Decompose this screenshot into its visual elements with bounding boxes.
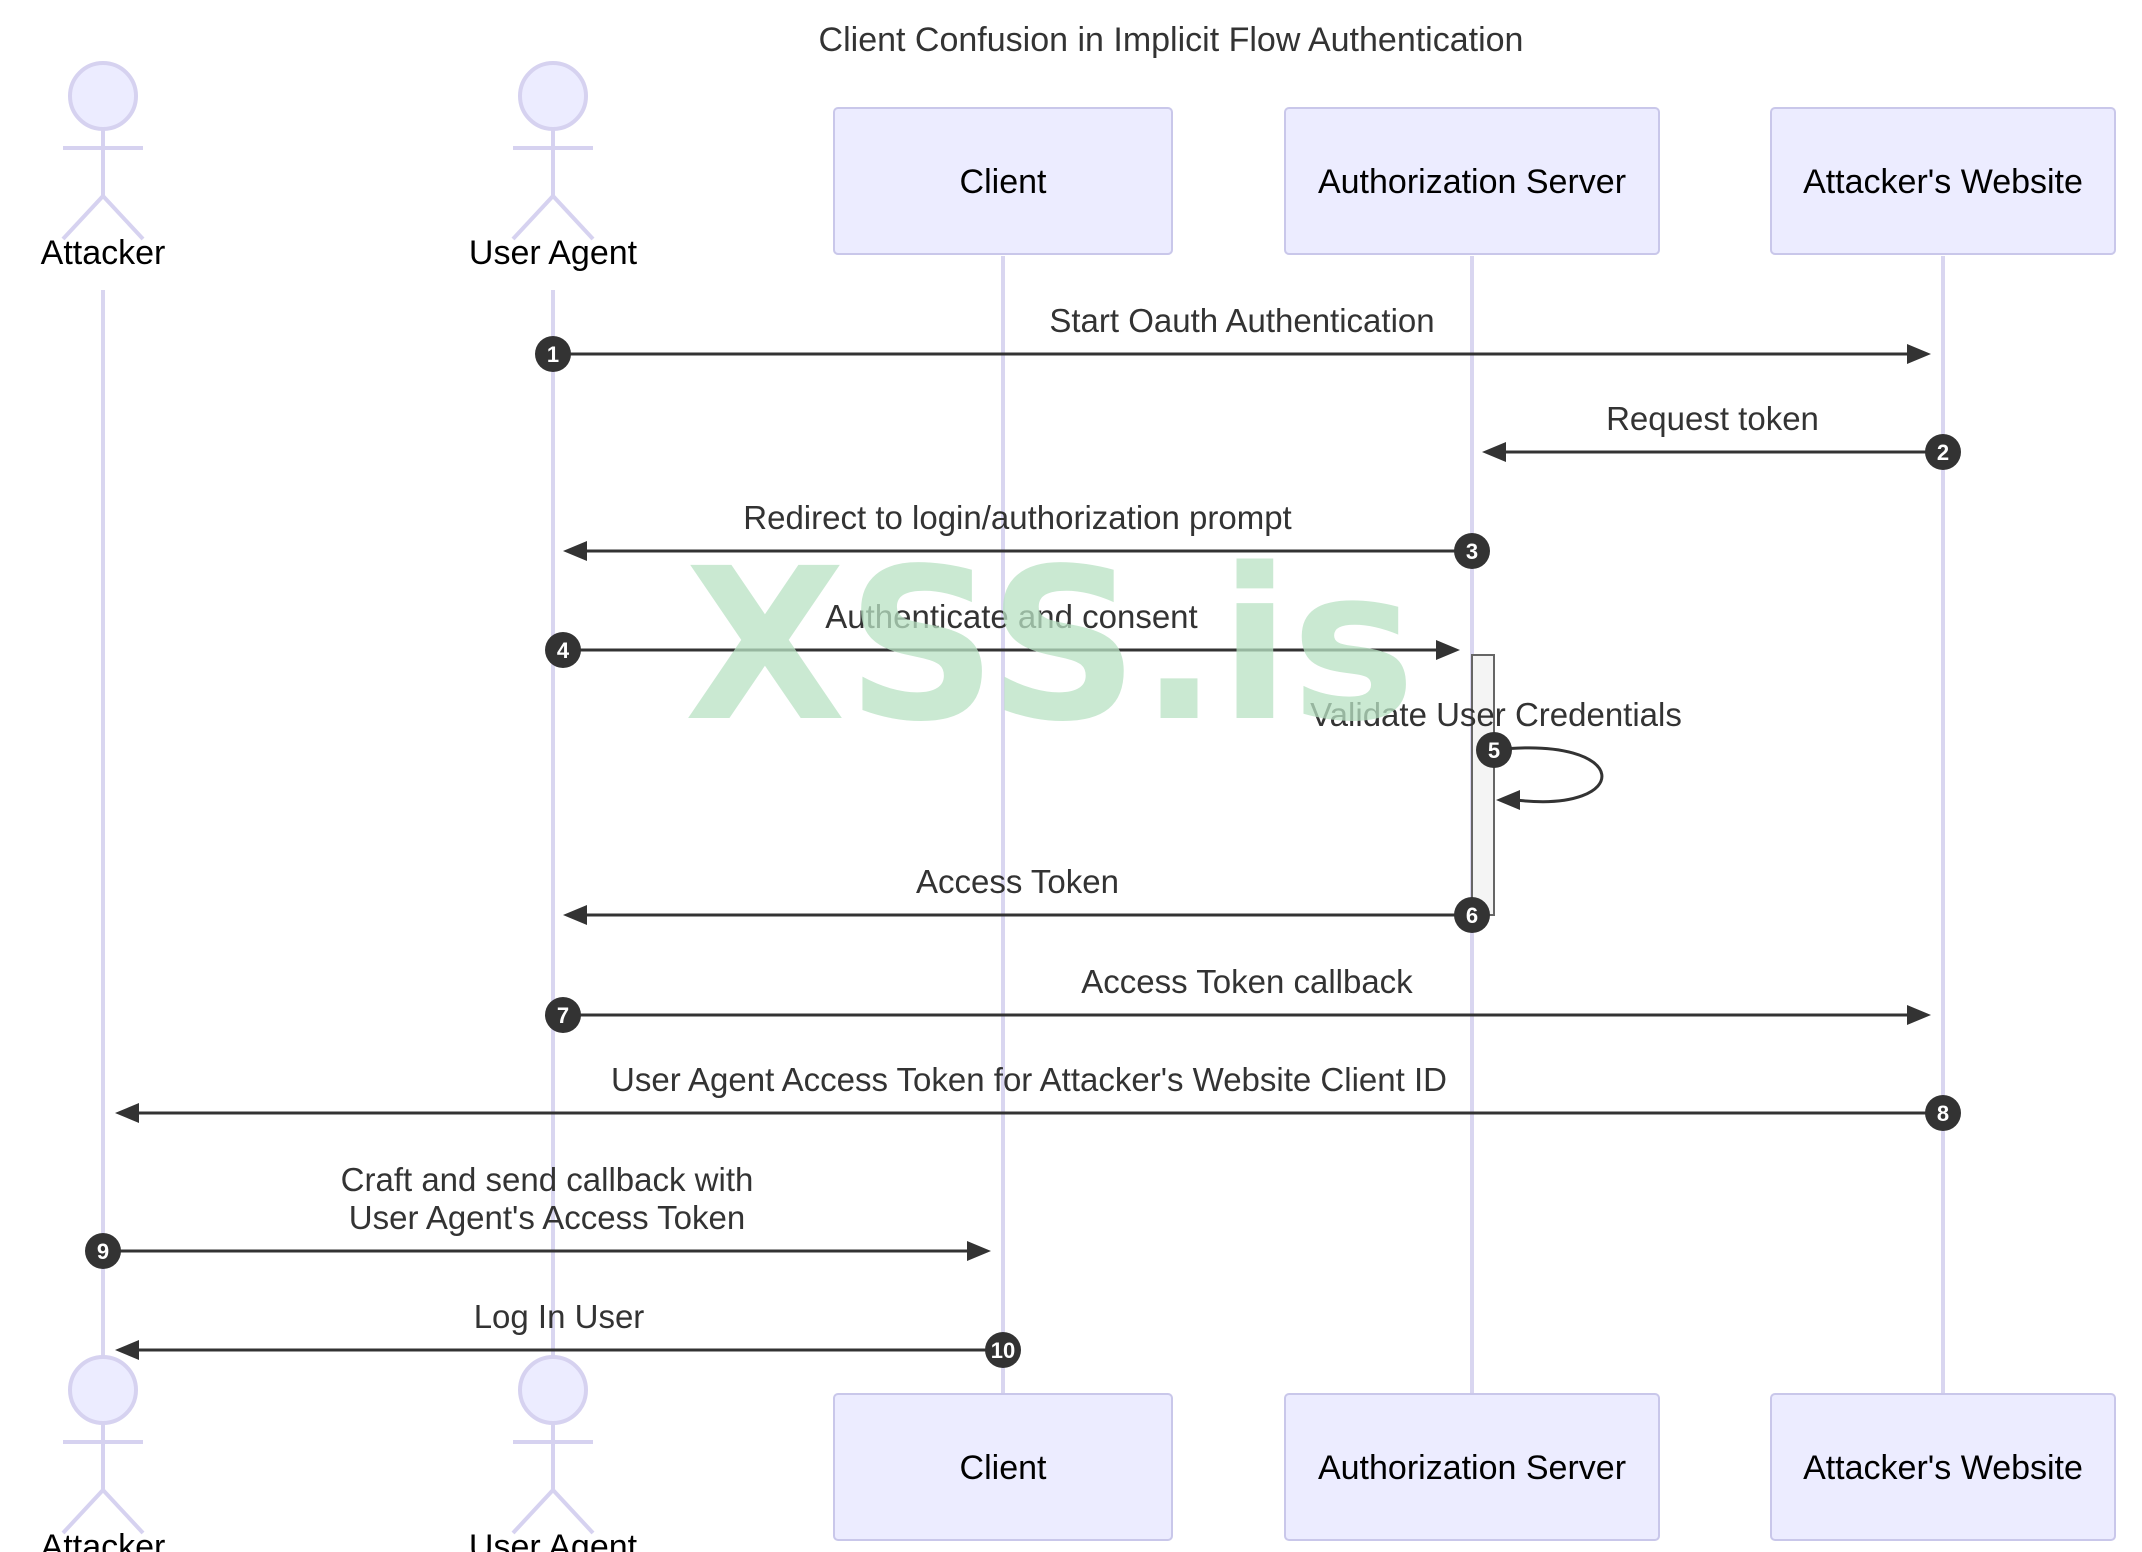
sequence-number: 1	[547, 342, 559, 367]
arrowhead	[115, 1103, 139, 1123]
participant-auth-server-bottom: Authorization Server	[1284, 1393, 1660, 1541]
actor-head	[68, 61, 138, 131]
actor-head	[518, 1355, 588, 1425]
actor-leg-left	[511, 194, 555, 241]
message-6: 6 Access Token	[563, 863, 1490, 933]
message-label: Request token	[1606, 400, 1819, 437]
participant-box	[1770, 1393, 2116, 1541]
participant-label-auth-server: Authorization Server	[1318, 163, 1626, 201]
sequence-number: 2	[1937, 440, 1949, 465]
participant-box	[1284, 1393, 1660, 1541]
message-2: 2 Request token	[1482, 400, 1961, 470]
arrowhead	[563, 905, 587, 925]
sequence-number-badge	[1454, 897, 1490, 933]
participant-label-attacker-site: Attacker's Website	[1803, 1449, 2083, 1487]
arrowhead	[1482, 442, 1506, 462]
message-label: Access Token	[916, 863, 1119, 900]
participant-user-agent-top: User Agent	[469, 61, 638, 272]
sequence-number-badge	[545, 632, 581, 668]
self-message-loop	[1493, 746, 1604, 804]
message-8: 8 User Agent Access Token for Attacker's …	[115, 1061, 1961, 1131]
actor-label-attacker: Attacker	[41, 234, 166, 272]
actor-leg-left	[61, 1488, 105, 1535]
participant-attacker-bottom: Attacker	[41, 1355, 166, 1552]
sequence-number-badge	[85, 1233, 121, 1269]
actor-leg-right	[101, 1488, 145, 1535]
sequence-number: 8	[1937, 1101, 1949, 1126]
actor-head	[68, 1355, 138, 1425]
actor-label-user-agent: User Agent	[469, 1528, 638, 1552]
watermark: XSS.is	[684, 523, 1416, 768]
participant-user-agent-bottom: User Agent	[469, 1355, 638, 1552]
arrowhead	[1496, 790, 1520, 810]
sequence-number-badge	[1454, 533, 1490, 569]
message-4: 4 Authenticate and consent	[545, 598, 1460, 668]
participant-label-client: Client	[960, 1449, 1047, 1487]
message-label: Start Oauth Authentication	[1049, 302, 1434, 339]
actor-label-attacker: Attacker	[41, 1528, 166, 1552]
activation-bar	[1471, 654, 1495, 916]
sequence-number: 10	[991, 1338, 1015, 1363]
sequence-number-badge	[545, 997, 581, 1033]
actor-head	[518, 61, 588, 131]
arrowhead	[967, 1241, 991, 1261]
message-7: 7 Access Token callback	[545, 963, 1931, 1033]
participant-label-auth-server: Authorization Server	[1318, 1449, 1626, 1487]
actor-leg-right	[551, 194, 595, 241]
message-label: Craft and send callback with	[341, 1161, 754, 1198]
arrowhead	[563, 541, 587, 561]
arrowhead	[115, 1340, 139, 1360]
sequence-number: 6	[1466, 903, 1478, 928]
actor-label-user-agent: User Agent	[469, 234, 638, 272]
sequence-number-badge	[1925, 1095, 1961, 1131]
participant-auth-server-top: Authorization Server	[1284, 107, 1660, 255]
message-label: Authenticate and consent	[825, 598, 1197, 635]
message-3: 3 Redirect to login/authorization prompt	[563, 499, 1490, 569]
sequence-number: 7	[557, 1003, 569, 1028]
participant-attacker-site-top: Attacker's Website	[1770, 107, 2116, 255]
message-1: 1 Start Oauth Authentication	[535, 302, 1931, 372]
message-10: 10 Log In User	[115, 1298, 1021, 1368]
participant-box	[833, 1393, 1173, 1541]
sequence-number-badge	[535, 336, 571, 372]
message-label: User Agent Access Token for Attacker's W…	[611, 1061, 1447, 1098]
actor-leg-right	[101, 194, 145, 241]
participant-label-attacker-site: Attacker's Website	[1803, 163, 2083, 201]
sequence-number-badge	[985, 1332, 1021, 1368]
participant-box	[1284, 107, 1660, 255]
sequence-number: 9	[97, 1239, 109, 1264]
message-5: 5 Validate User Credentials	[1310, 696, 1682, 810]
message-label: Access Token callback	[1081, 963, 1413, 1000]
participant-box	[1770, 107, 2116, 255]
message-label: User Agent's Access Token	[349, 1199, 745, 1236]
arrowhead	[1907, 344, 1931, 364]
actor-leg-right	[551, 1488, 595, 1535]
message-label: Redirect to login/authorization prompt	[743, 499, 1291, 536]
message-label: Validate User Credentials	[1310, 696, 1682, 733]
participant-box	[833, 107, 1173, 255]
actor-leg-left	[61, 194, 105, 241]
participant-client-top: Client	[833, 107, 1173, 255]
participant-attacker-site-bottom: Attacker's Website	[1770, 1393, 2116, 1541]
participant-client-bottom: Client	[833, 1393, 1173, 1541]
sequence-number-badge	[1925, 434, 1961, 470]
message-label: Log In User	[474, 1298, 645, 1335]
sequence-number: 3	[1466, 539, 1478, 564]
sequence-number-badge	[1476, 732, 1512, 768]
sequence-number: 5	[1488, 738, 1500, 763]
participant-attacker-top: Attacker	[41, 61, 166, 272]
diagram-title: Client Confusion in Implicit Flow Authen…	[819, 21, 1524, 59]
actor-leg-left	[511, 1488, 555, 1535]
participant-label-client: Client	[960, 163, 1047, 201]
sequence-number: 4	[557, 638, 570, 663]
arrowhead	[1907, 1005, 1931, 1025]
arrowhead	[1436, 640, 1460, 660]
